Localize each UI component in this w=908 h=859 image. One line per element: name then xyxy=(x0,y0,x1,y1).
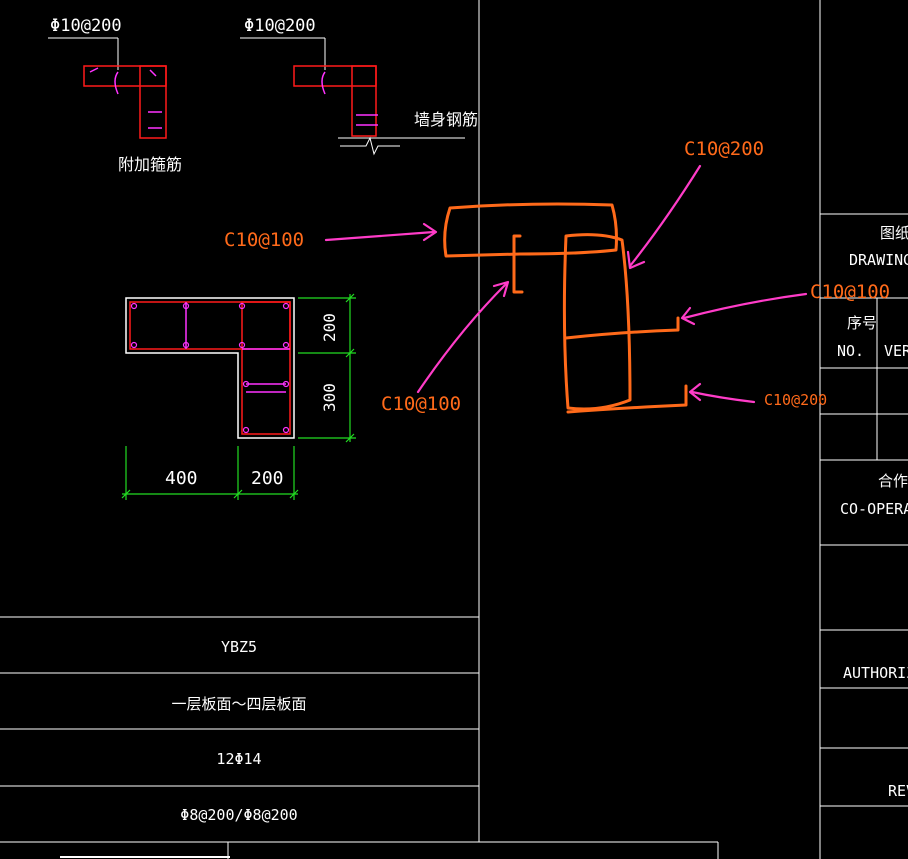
detail1-rebar-label: Φ10@200 xyxy=(50,16,122,36)
annotation-arrows xyxy=(324,164,808,404)
sketch-label-right-1: C10@100 xyxy=(810,281,891,303)
title-block-no-en: NO. xyxy=(837,342,865,360)
sketch-label-right-2: C10@200 xyxy=(764,391,828,409)
hand-sketch-stirrups xyxy=(443,202,688,414)
dim-bottom-height: 300 xyxy=(320,383,339,412)
detail2-rebar-label: Φ10@200 xyxy=(244,16,316,36)
sketch-label-top: C10@200 xyxy=(684,138,765,160)
column-section-l-shape xyxy=(125,297,295,439)
sketch-label-bottom-left: C10@100 xyxy=(381,393,462,415)
section-dimensions xyxy=(121,293,356,500)
detail-additional-stirrup xyxy=(48,37,167,139)
table-row-stirrup: Φ8@200/Φ8@200 xyxy=(180,806,298,824)
title-block-coop-cn: 合作设 xyxy=(878,472,908,490)
detail2-caption: 墙身钢筋 xyxy=(414,110,479,129)
table-row-elevation: 一层板面～四层板面 xyxy=(171,695,307,713)
title-block-no-cn: 序号 xyxy=(847,314,878,332)
title-block-coop-en: CO-OPERA xyxy=(840,500,908,518)
table-row-longitudinal-rebar: 12Φ14 xyxy=(216,750,262,768)
sketch-label-left: C10@100 xyxy=(224,229,305,251)
detail1-caption: 附加箍筋 xyxy=(118,155,183,174)
dim-width-left: 400 xyxy=(165,468,198,489)
title-block-ver: VER xyxy=(884,342,908,360)
dim-top-height: 200 xyxy=(320,313,339,342)
title-block-drawing-en: DRAWING xyxy=(849,251,908,269)
table-row-column-id: YBZ5 xyxy=(220,638,258,656)
title-block-rev: REV xyxy=(888,782,908,800)
title-block-authorized: AUTHORIZ xyxy=(843,664,908,682)
detail-wall-rebar xyxy=(240,37,465,156)
title-block-drawing-cn: 图纸修 xyxy=(880,224,908,242)
dim-width-right: 200 xyxy=(251,468,284,489)
